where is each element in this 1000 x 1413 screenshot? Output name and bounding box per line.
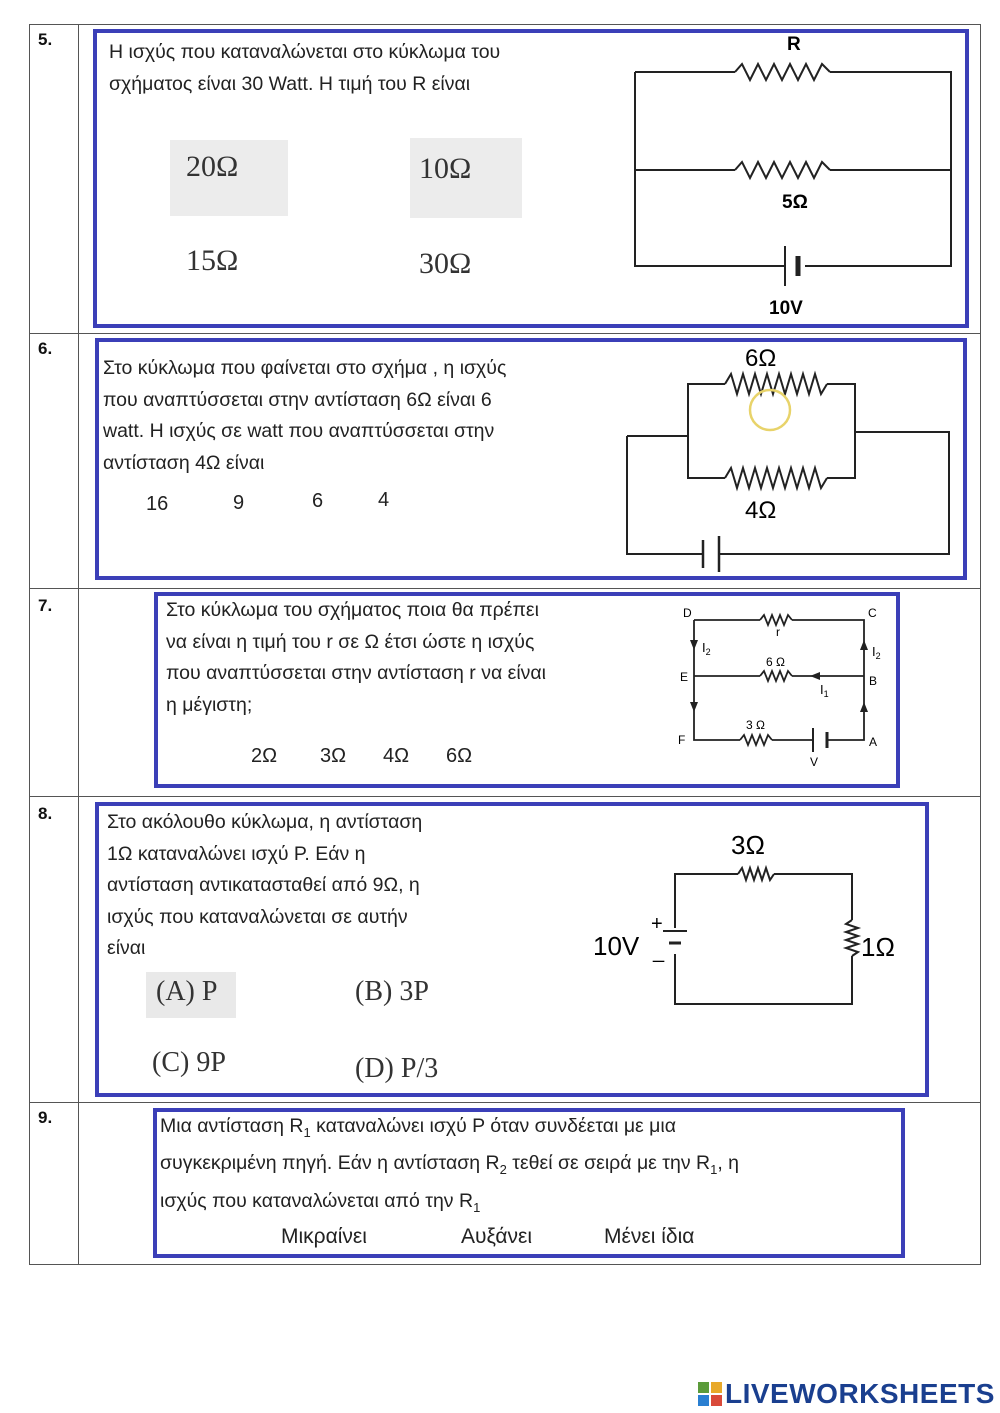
option-16[interactable]: 16 (146, 493, 169, 515)
arrow-i2-left (690, 640, 698, 650)
option-background (410, 138, 522, 218)
node-e: E (680, 670, 688, 684)
label-i2-left: I2 (702, 640, 711, 657)
question-8-frame (95, 802, 929, 1097)
minus-sign: _ (652, 941, 665, 963)
question-number: 5. (38, 30, 53, 49)
node-a: A (869, 735, 877, 749)
row-divider (29, 1102, 981, 1103)
question-number: 8. (38, 804, 53, 823)
question-7-frame (154, 592, 900, 788)
label-i2-right: I2 (872, 644, 881, 661)
label-v: V (810, 755, 818, 769)
question-8-text: Στο ακόλουθο κύκλωμα, η αντίσταση 1Ω κατ… (107, 811, 423, 959)
label-4-ohm: 4Ω (745, 497, 776, 524)
option-4-ohm[interactable]: 4Ω (383, 745, 410, 767)
question-number: 6. (38, 339, 53, 358)
question-6-frame (95, 338, 967, 580)
resistor-1-ohm (842, 919, 862, 957)
label-10v: 10V (769, 298, 803, 319)
option-9[interactable]: 9 (233, 492, 245, 514)
option-background (146, 972, 236, 1018)
option-30-ohm[interactable]: 30Ω (419, 247, 472, 280)
option-decreases[interactable]: Μικραίνει (281, 1225, 367, 1248)
resistor-r (734, 61, 831, 83)
resistor-6-ohm (759, 668, 793, 684)
option-6[interactable]: 6 (312, 490, 324, 512)
table-column-divider (78, 24, 79, 1265)
resistor-3-ohm (739, 732, 773, 748)
label-r: r (776, 625, 780, 639)
resistor-4-ohm (724, 464, 828, 492)
plus-sign: + (651, 913, 663, 935)
node-d: D (683, 606, 692, 620)
question-number: 9. (38, 1108, 53, 1127)
question-9-line: Μια αντίσταση R1 καταναλώνει ισχύ P όταν… (160, 1115, 677, 1140)
option-background (170, 140, 288, 216)
question-5-circuit-diagram: R 5Ω 10V (634, 34, 952, 319)
question-9-line: ισχύς που καταναλώνεται από την R1 (160, 1189, 481, 1215)
question-5-text: Η ισχύς που καταναλώνεται στο κύκλωμα το… (109, 41, 501, 95)
option-increases[interactable]: Αυξάνει (461, 1225, 532, 1248)
arrow-i2-right (860, 640, 868, 650)
option-20-ohm[interactable]: 20Ω (186, 150, 239, 183)
worksheet-table (29, 24, 981, 1265)
logo-grid-icon (698, 1382, 722, 1406)
label-3-ohm: 3 Ω (746, 718, 765, 732)
question-number: 7. (38, 596, 53, 615)
row-divider (29, 588, 981, 589)
question-6-circuit-diagram: 6Ω 4Ω (626, 345, 950, 572)
node-c: C (868, 606, 877, 620)
arrow-left-lower (690, 702, 698, 712)
label-6-ohm: 6Ω (745, 345, 776, 372)
row-divider (29, 333, 981, 334)
option-a[interactable]: (A) P (156, 976, 218, 1007)
question-9-line: συγκεκριμένη πηγή. Εάν η αντίσταση R2 τε… (160, 1152, 740, 1178)
liveworksheets-logo: LIVEWORKSHEETS (697, 1377, 995, 1411)
question-5-frame (93, 29, 969, 328)
question-7-text: Στο κύκλωμα του σχήματος ποια θα πρέπει … (166, 599, 547, 716)
option-4[interactable]: 4 (378, 489, 390, 511)
question-8-circuit-diagram: 3Ω 1Ω 10V + _ (593, 830, 895, 1005)
option-c[interactable]: (C) 9P (152, 1047, 226, 1078)
label-3-ohm: 3Ω (731, 830, 765, 860)
arrow-i1 (810, 672, 820, 680)
node-b: B (869, 674, 877, 688)
question-7-circuit-diagram: D C E B F A r 6 Ω 3 Ω V I2 I2 I1 (678, 606, 881, 769)
option-15-ohm[interactable]: 15Ω (186, 244, 239, 277)
arrow-right-lower (860, 702, 868, 712)
resistor-r (759, 612, 793, 628)
label-10v: 10V (593, 931, 640, 961)
row-divider (29, 796, 981, 797)
label-5-ohm: 5Ω (782, 192, 808, 213)
label-i1: I1 (820, 682, 829, 699)
resistor-3-ohm (737, 864, 775, 884)
option-3-ohm[interactable]: 3Ω (320, 745, 347, 767)
label-6-ohm: 6 Ω (766, 655, 785, 669)
highlight-circle (748, 388, 792, 432)
label-1-ohm: 1Ω (861, 932, 895, 962)
question-6-text: Στο κύκλωμα που φαίνεται στο σχήμα , η ι… (103, 357, 507, 474)
option-6-ohm[interactable]: 6Ω (446, 745, 473, 767)
question-9-text: Μια αντίσταση R1 καταναλώνει ισχύ P όταν… (160, 1111, 739, 1223)
option-d[interactable]: (D) P/3 (355, 1053, 439, 1084)
option-b[interactable]: (B) 3P (355, 976, 429, 1007)
logo-text: LIVEWORKSHEETS (725, 1378, 995, 1409)
resistor-5-ohm (734, 159, 831, 181)
option-2-ohm[interactable]: 2Ω (251, 745, 278, 767)
question-9-frame (153, 1108, 905, 1258)
option-stays-same[interactable]: Μένει ίδια (604, 1225, 695, 1248)
node-f: F (678, 733, 685, 747)
resistor-6-ohm (724, 370, 828, 398)
option-10-ohm[interactable]: 10Ω (419, 152, 472, 185)
label-r: R (787, 34, 801, 55)
